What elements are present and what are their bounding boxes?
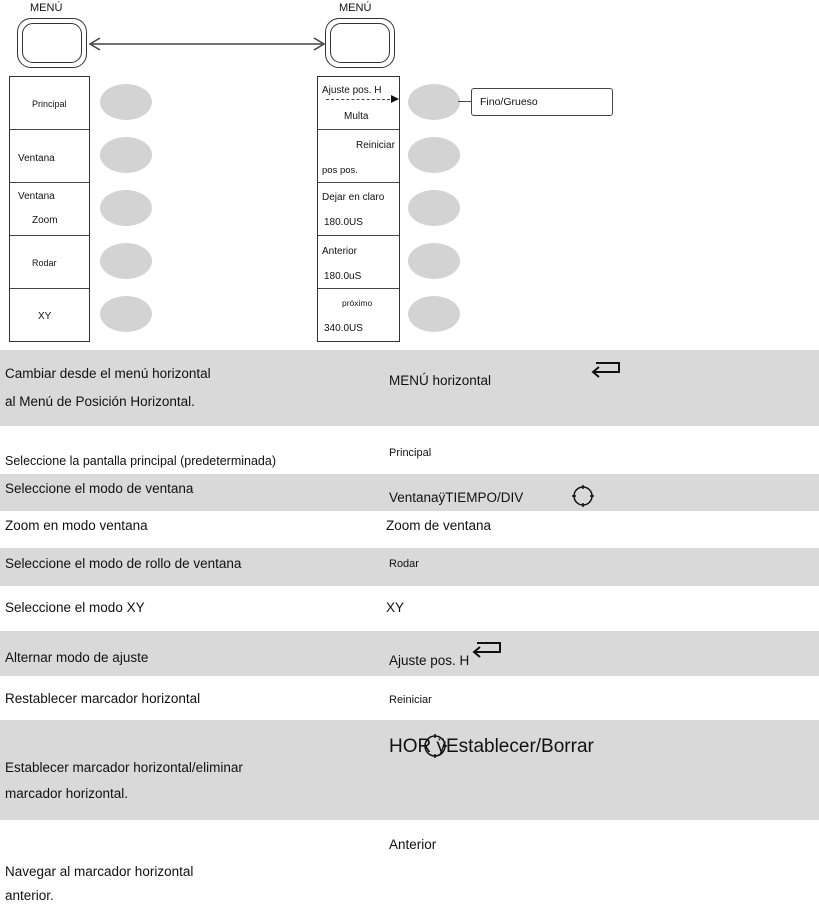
bezel-button-3-left[interactable] xyxy=(100,190,152,226)
softkey-ventana[interactable]: Ventana xyxy=(10,130,89,183)
table-row xyxy=(0,720,819,820)
row-description: Seleccione el modo XY xyxy=(5,600,145,615)
softkey-ajuste-pos-h[interactable]: Ajuste pos. H Multa xyxy=(318,77,399,130)
softkey-xy[interactable]: XY xyxy=(38,311,52,322)
row-description: Seleccione el modo de rollo de ventana xyxy=(5,556,242,571)
softkey-dejar-en-claro[interactable]: Dejar en claro 180.0US xyxy=(318,183,399,236)
bezel-button-5-left[interactable] xyxy=(100,296,152,332)
row-description: Cambiar desde el menú horizontal xyxy=(5,366,211,381)
table-row xyxy=(0,474,819,511)
table-row xyxy=(0,548,819,586)
right-softkey-column: Ajuste pos. H Multa Reiniciar pos pos. D… xyxy=(317,76,400,342)
bezel-button-4-right[interactable] xyxy=(408,243,460,279)
enter-return-icon xyxy=(591,362,620,378)
bezel-button-2-left[interactable] xyxy=(100,137,152,173)
table-row xyxy=(0,631,819,676)
row-description: Seleccione el modo de ventana xyxy=(5,481,194,496)
row-description: Alternar modo de ajuste xyxy=(5,650,149,665)
softkey-proximo[interactable]: próximo 340.0US xyxy=(324,298,373,334)
row-description: anterior. xyxy=(5,888,54,903)
left-softkey-column: Principal Ventana Ventana Zoom Rodar XY xyxy=(9,76,90,342)
bezel-button-5-right[interactable] xyxy=(408,296,460,332)
row-operation: Rodar xyxy=(389,558,419,570)
double-arrow-icon xyxy=(88,37,326,51)
row-operation: MENÚ horizontal xyxy=(389,373,492,388)
softkey-rodar[interactable]: Rodar xyxy=(10,236,89,289)
softkey-reiniciar[interactable]: Reiniciar pos pos. xyxy=(318,130,399,183)
bezel-button-3-right[interactable] xyxy=(408,190,460,226)
fine-coarse-callout: Fino/Grueso xyxy=(471,88,613,116)
row-operation: HOR ÿEstablecer/Borrar xyxy=(389,736,594,757)
row-description: al Menú de Posición Horizontal. xyxy=(5,394,195,409)
row-operation: Principal xyxy=(389,447,432,459)
bezel-button-4-left[interactable] xyxy=(100,243,152,279)
menu-button-left[interactable] xyxy=(17,18,87,68)
row-description: Zoom en modo ventana xyxy=(5,518,148,533)
menu-button-right[interactable] xyxy=(325,18,395,68)
softkey-principal[interactable]: Principal xyxy=(10,77,89,130)
bezel-button-1-right[interactable] xyxy=(408,84,460,120)
bezel-button-1-left[interactable] xyxy=(100,84,152,120)
row-description: Restablecer marcador horizontal xyxy=(5,691,201,706)
menu-label-right: MENÚ xyxy=(339,2,372,14)
table-row xyxy=(0,350,819,426)
softkey-ventana-zoom[interactable]: Ventana Zoom xyxy=(10,183,89,236)
row-operation: XY xyxy=(386,600,405,615)
bezel-button-2-right[interactable] xyxy=(408,137,460,173)
softkey-anterior[interactable]: Anterior 180.0uS xyxy=(318,236,399,289)
row-description: Establecer marcador horizontal/eliminar xyxy=(5,760,243,775)
row-operation: VentanaÿTIEMPO/DIV xyxy=(389,490,524,505)
callout-connector xyxy=(458,101,472,102)
row-operation: Ajuste pos. H xyxy=(389,653,470,668)
variable-knob-icon xyxy=(572,485,594,507)
menu-label-left: MENÚ xyxy=(30,2,63,14)
row-description: marcador horizontal. xyxy=(5,786,129,801)
pointer-arrow-icon xyxy=(391,95,399,103)
row-operation: Zoom de ventana xyxy=(386,518,492,533)
row-operation: Reiniciar xyxy=(389,694,432,706)
row-operation: Anterior xyxy=(389,837,437,852)
row-description: Seleccione la pantalla principal (predet… xyxy=(5,454,276,468)
enter-return-icon xyxy=(472,642,501,658)
row-description: Navegar al marcador horizontal xyxy=(5,864,194,879)
variable-knob-icon xyxy=(423,734,447,758)
